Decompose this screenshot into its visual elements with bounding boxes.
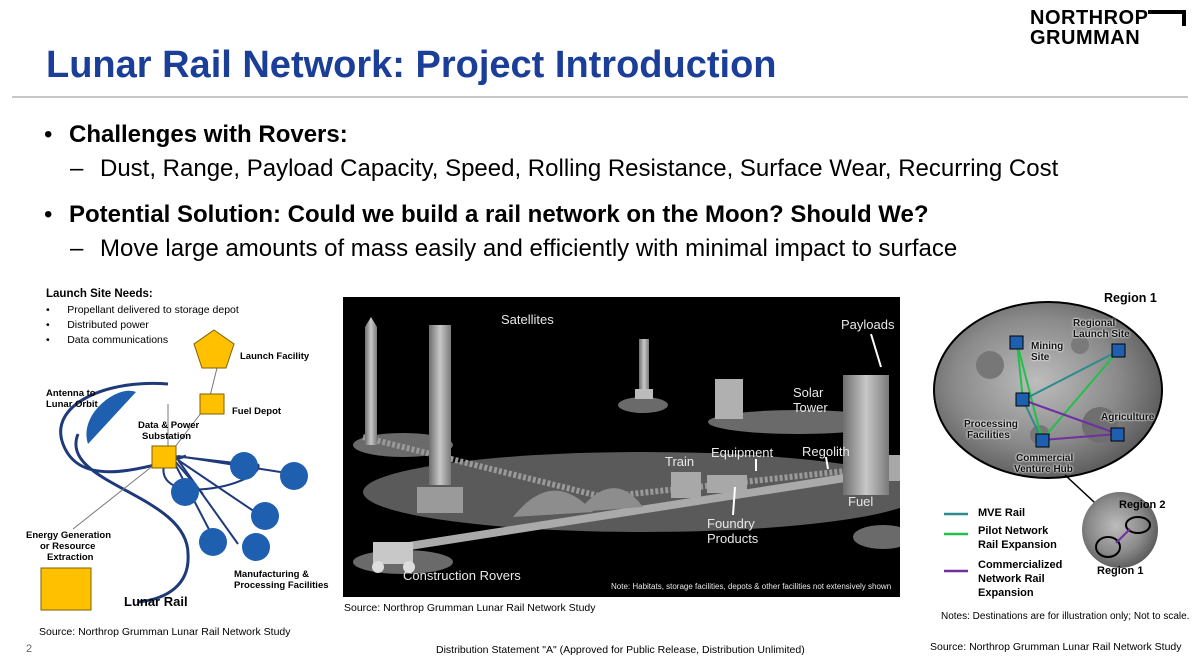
bullet-2-sub-text: Move large amounts of mass easily and ef… (100, 235, 958, 262)
energy-label-1: Energy Generation (26, 530, 111, 541)
equipment-label: Equipment (711, 445, 774, 460)
bullet-2: •Potential Solution: Could we build a ra… (44, 201, 929, 228)
launch-facility-label: Launch Facility (240, 351, 310, 362)
logo-line-1: NORTHROP (1030, 7, 1149, 29)
solar-tower-label-2: Tower (793, 400, 828, 415)
agriculture-label: Agriculture (1101, 412, 1155, 423)
distribution-statement: Distribution Statement "A" (Approved for… (436, 644, 805, 656)
manufacturing-node (199, 528, 227, 556)
bullet-1-text: Challenges with Rovers: (69, 121, 348, 148)
source-middle: Source: Northrop Grumman Lunar Rail Netw… (344, 602, 596, 614)
bullet-1-sub-text: Dust, Range, Payload Capacity, Speed, Ro… (100, 155, 1059, 182)
fuel-depot-shape (199, 393, 225, 415)
moon-small (1082, 492, 1158, 568)
region-map: Region 1 Regional Launch Site M (930, 285, 1195, 615)
bullet-2-text: Potential Solution: Could we build a rai… (69, 201, 929, 228)
photo-note: Note: Habitats, storage facilities, depo… (611, 582, 892, 591)
regional-launch-label-1: Regional (1073, 318, 1116, 329)
bullet-1: •Challenges with Rovers: (44, 121, 348, 148)
regolith-label: Regolith (802, 444, 850, 459)
source-right: Source: Northrop Grumman Lunar Rail Netw… (930, 641, 1182, 653)
processing-label-1: Processing (964, 419, 1018, 430)
fuel-label: Fuel (848, 494, 874, 509)
satellite-tower (429, 325, 451, 485)
source-left: Source: Northrop Grumman Lunar Rail Netw… (39, 626, 291, 638)
launch-site-item: • Data communications (46, 334, 169, 346)
regional-launch-label-2: Launch Site (1073, 329, 1130, 340)
lunar-base-rendering: Satellites Payloads Solar Tower Train Eq… (343, 297, 900, 597)
manufacturing-node (280, 462, 308, 490)
northrop-grumman-logo: NORTHROP GRUMMAN (1030, 6, 1190, 49)
lunar-rail-label: Lunar Rail (124, 594, 188, 609)
launch-site-item: • Distributed power (46, 319, 149, 331)
region-notes: Notes: Destinations are for illustration… (941, 611, 1190, 622)
logo-line-2: GRUMMAN (1030, 27, 1141, 49)
satellites-label: Satellites (501, 312, 554, 327)
payloads-label: Payloads (841, 317, 895, 332)
legend-pilot-2: Rail Expansion (978, 539, 1057, 551)
antenna-label-1: Antenna to (46, 388, 96, 399)
manufacturing-node (230, 452, 258, 480)
manufacturing-label-1: Manufacturing & (234, 569, 309, 580)
launch-site-graphic (40, 329, 308, 611)
substation-label-2: Substation (142, 431, 192, 442)
region2-label: Region 2 (1119, 499, 1166, 511)
manufacturing-label-2: Processing Facilities (234, 580, 329, 591)
legend-mve-rail: MVE Rail (978, 507, 1026, 519)
region-map-graphic (933, 301, 1163, 573)
substation-shape (151, 445, 177, 469)
region-title: Region 1 (1104, 291, 1157, 305)
launch-facility-shape (193, 329, 235, 369)
energy-label-3: Extraction (47, 552, 94, 563)
bullet-1-sub: –Dust, Range, Payload Capacity, Speed, R… (70, 155, 1059, 182)
foundry-label-1: Foundry (707, 516, 755, 531)
launch-site-item: • Propellant delivered to storage depot (46, 304, 239, 316)
region1-small-label: Region 1 (1097, 565, 1144, 577)
legend-commercial-2: Network Rail (978, 573, 1045, 585)
launch-site-diagram: Launch Site Needs: • Propellant delivere… (18, 284, 330, 614)
legend-pilot-1: Pilot Network (978, 525, 1049, 537)
manufacturing-node (242, 533, 270, 561)
mining-label-2: Site (1031, 352, 1050, 363)
legend-commercial-1: Commercialized (978, 559, 1063, 571)
processing-label-2: Facilities (967, 430, 1010, 441)
bullet-2-sub: –Move large amounts of mass easily and e… (70, 235, 958, 262)
mining-label-1: Mining (1031, 341, 1064, 352)
manufacturing-node (171, 478, 199, 506)
rover-shape (373, 542, 413, 564)
fuel-depot-label: Fuel Depot (232, 406, 282, 417)
rovers-label: Construction Rovers (403, 568, 521, 583)
page-number: 2 (26, 643, 33, 655)
commercial-label-1: Commercial (1016, 453, 1074, 464)
page-title: Lunar Rail Network: Project Introduction (46, 44, 777, 86)
foundry-label-2: Products (707, 531, 759, 546)
energy-generation-shape (40, 567, 92, 611)
antenna-label-2: Lunar Orbit (46, 399, 98, 410)
train-label: Train (665, 454, 695, 469)
commercial-label-2: Venture Hub (1014, 464, 1073, 475)
solar-tower-label-1: Solar (793, 385, 824, 400)
rocket-shape (365, 317, 377, 445)
manufacturing-node (251, 502, 279, 530)
title-divider (12, 96, 1188, 98)
substation-label-1: Data & Power (138, 420, 200, 431)
launch-site-heading: Launch Site Needs: (46, 288, 153, 300)
legend-commercial-3: Expansion (978, 587, 1034, 599)
lunar-base-graphic (353, 317, 900, 574)
energy-label-2: or Resource (40, 541, 96, 552)
